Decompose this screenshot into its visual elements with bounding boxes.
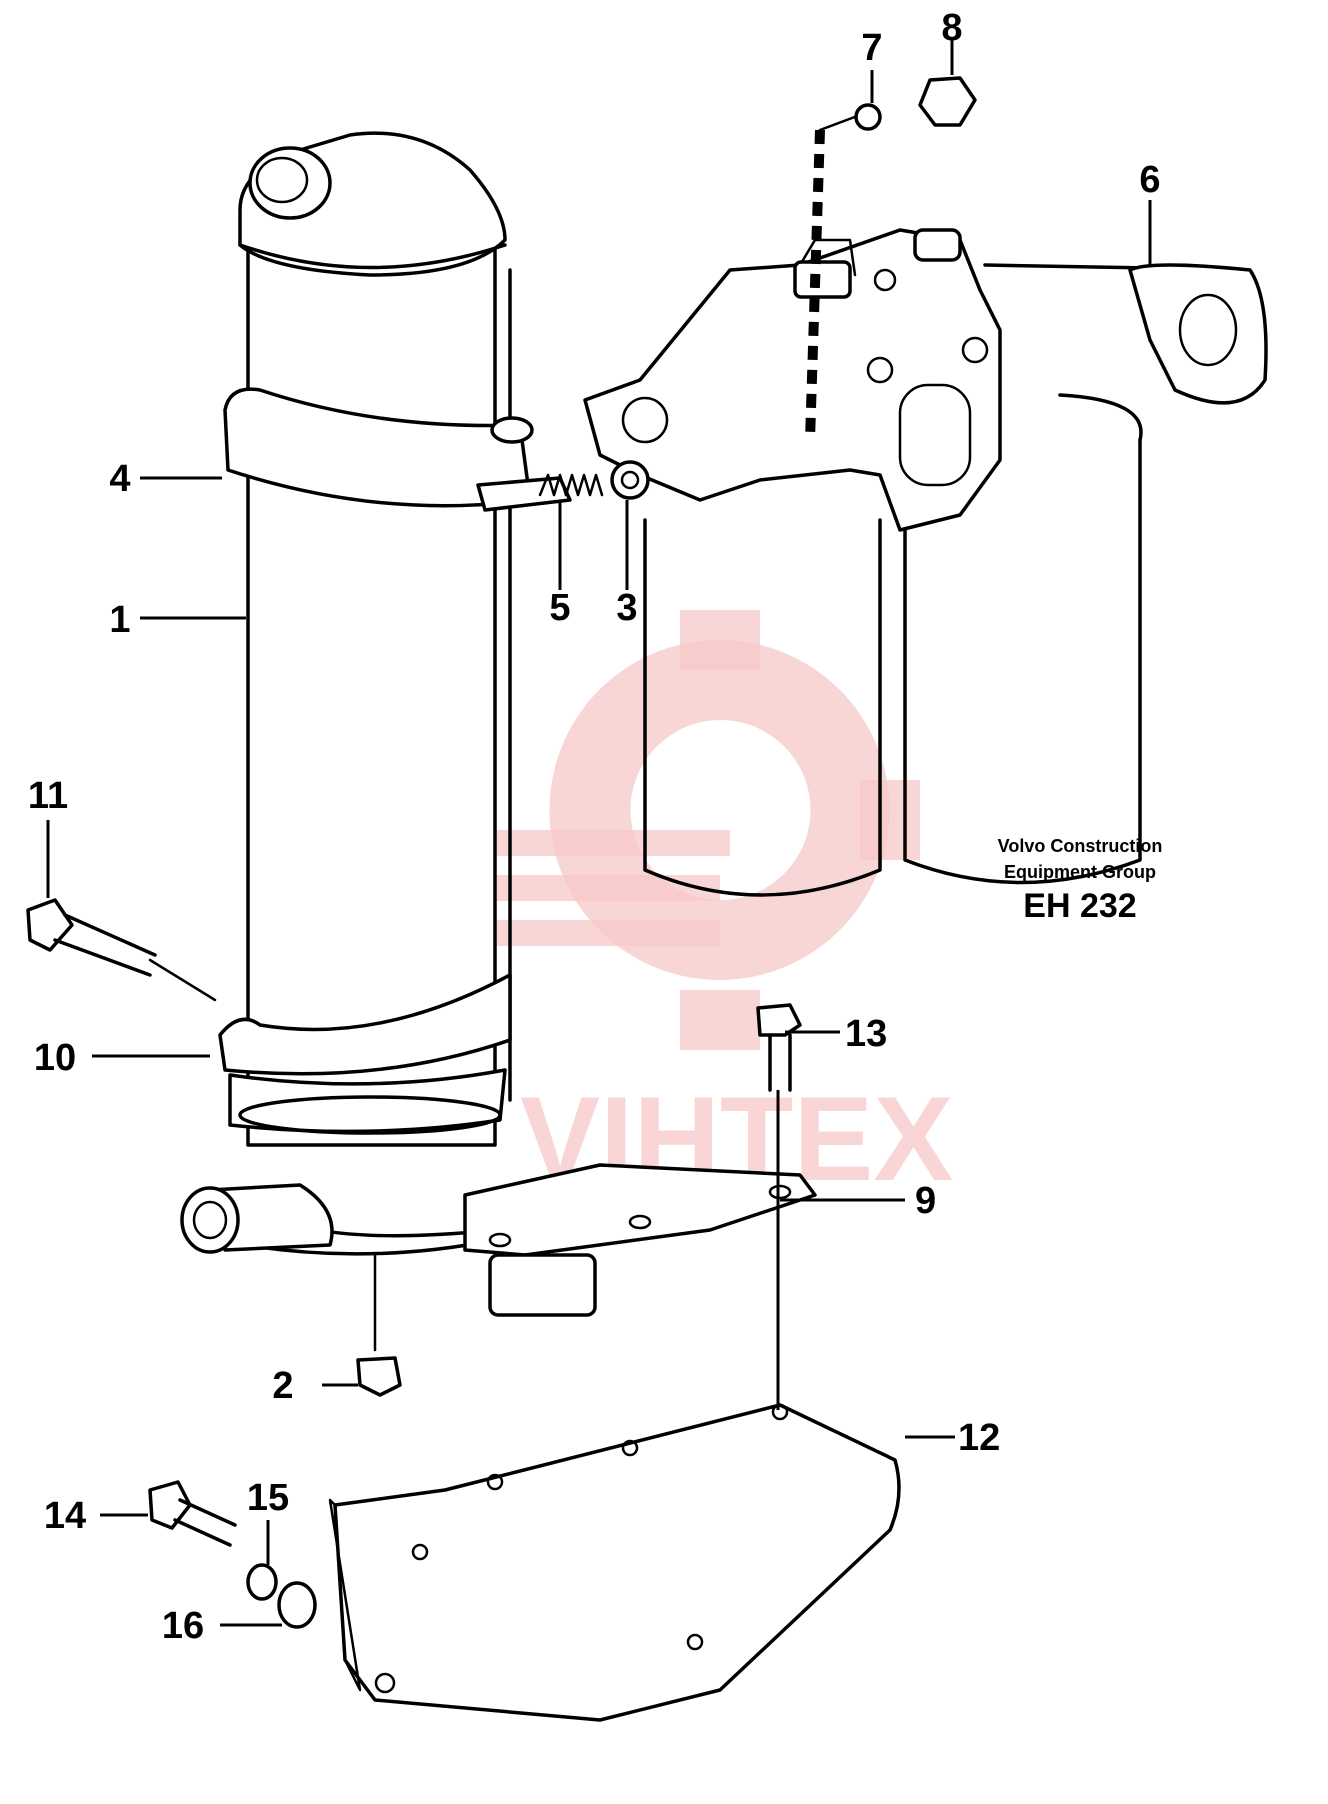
bolt-14 <box>148 1480 237 1547</box>
callout-16: 16 <box>162 1605 204 1647</box>
leader-lines <box>46 40 1152 1627</box>
callout-7: 7 <box>861 27 882 69</box>
callout-10: 10 <box>34 1037 76 1079</box>
callout-11: 11 <box>28 775 68 817</box>
washer-16 <box>277 1581 317 1629</box>
spring-and-washer <box>538 460 650 500</box>
callout-9: 9 <box>915 1180 936 1222</box>
bolt-11 <box>26 898 217 1002</box>
plate-12 <box>328 1403 901 1722</box>
caption-company: Volvo Construction Equipment Group <box>970 833 1190 885</box>
caption-code: EH 232 <box>1023 887 1137 925</box>
caption-line-2: Equipment Group <box>1004 862 1156 882</box>
callout-13: 13 <box>845 1013 887 1055</box>
callout-1: 1 <box>109 599 130 641</box>
callout-6: 6 <box>1139 159 1160 201</box>
caption-line-1: Volvo Construction <box>997 836 1163 856</box>
nut-8 <box>918 76 977 127</box>
callout-15: 15 <box>247 1477 289 1519</box>
stud-dashed-line <box>805 113 862 441</box>
oil-cooler <box>180 131 572 1256</box>
plug-2 <box>356 1253 402 1397</box>
callout-3: 3 <box>616 587 637 629</box>
callout-2: 2 <box>272 1365 293 1407</box>
washer-7 <box>854 103 882 131</box>
callout-4: 4 <box>109 458 130 500</box>
callout-8: 8 <box>941 7 962 49</box>
filter-housing <box>583 228 1268 897</box>
callout-5: 5 <box>549 587 570 629</box>
callout-14: 14 <box>44 1495 86 1537</box>
washer-15 <box>246 1563 278 1601</box>
bracket-9 <box>463 1163 817 1317</box>
callout-12: 12 <box>958 1417 1000 1459</box>
bolt-13 <box>756 1003 802 1092</box>
